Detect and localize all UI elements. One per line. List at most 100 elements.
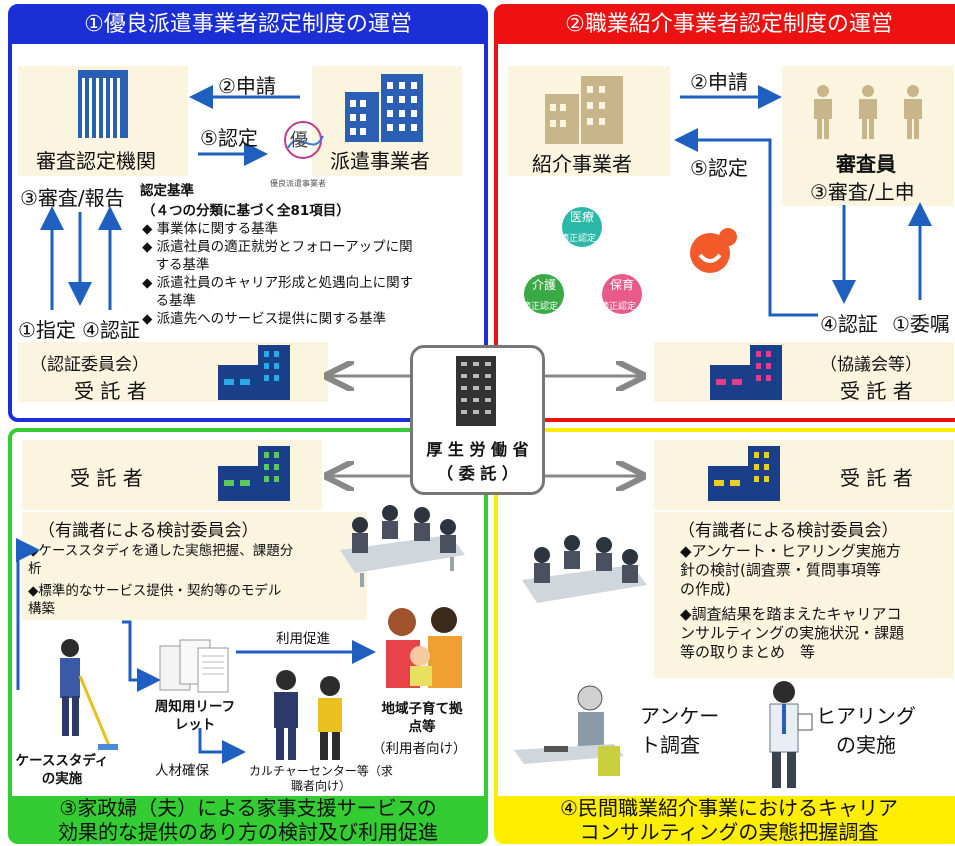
q1-certify-label: ⑤認定: [200, 126, 258, 150]
q3-hub: 地域子育て拠 点等: [366, 700, 478, 736]
q2-title: ②職業紹介事業者認定制度の運営: [496, 6, 955, 44]
q3-contractor-label: 受 託 者: [70, 466, 143, 490]
referrer-building-icon: [545, 76, 623, 144]
q1-designate-label: ①指定: [18, 318, 76, 342]
q1-apply-label: ②申請: [218, 74, 276, 98]
interview-line: ヒアリング: [816, 704, 916, 728]
q4-committee-box: [654, 512, 954, 678]
badge-childcare-caption: 適正認定: [600, 302, 637, 312]
q2-certify-label: ⑤認定: [690, 156, 748, 180]
contractor-building-icon: [710, 345, 782, 400]
q3-items: ◆ケーススタディを通した実態把握、課題分 析 ◆標準的なサービス提供・契約等のモ…: [28, 542, 368, 618]
q3-item: ◆ケーススタディを通した実態把握、課題分: [28, 543, 294, 559]
q1-committee-label: （認証委員会）: [30, 355, 149, 375]
q4-items: ◆アンケート・ヒアリング実施方 針の検討(調査票・質問事項等 の作成) ◆調査結…: [680, 542, 950, 662]
q1-title: ①優良派遣事業者認定制度の運営: [10, 6, 486, 44]
q1-criteria-list: ◆ 事業体に関する基準 ◆ 派遣社員の適正就労とフォローアップに関 する基準 ◆…: [142, 220, 482, 328]
q4-interview: ヒアリング の実施: [816, 700, 916, 758]
q1-logo-char: 優: [290, 130, 308, 151]
q3-committee-box: [22, 512, 367, 620]
q1-arrows: [40, 85, 300, 310]
interview-line: の実施: [836, 733, 896, 757]
smile-logo-icon: [690, 228, 737, 273]
criteria-item: る基準: [142, 293, 196, 309]
q3-culture: カルチャーセンター等（求 職者向け）: [236, 764, 406, 794]
survey-illustration-icon: [514, 685, 624, 776]
leaflet-line: 周知用リーフ: [154, 699, 236, 715]
q4-item: 等の取りまとめ 等: [680, 643, 816, 661]
q4-contractor-box: [654, 440, 954, 510]
ministry-building-icon: [456, 356, 496, 426]
q2-contractor-label: 受 託 者: [840, 379, 913, 403]
leaflet-icon: [159, 639, 229, 693]
q3-footer-line2: 効果的な提供のあり方の検討及び利用促進: [58, 820, 438, 844]
family-illustration-icon: [386, 607, 462, 688]
badge-care-label: 介護: [532, 278, 557, 292]
contractor-building-icon: [218, 345, 290, 400]
culture-line: 職者向け）: [290, 779, 351, 793]
q1-criteria-subtitle: （４つの分類に基づく全81項目）: [142, 203, 350, 219]
leaflet-line: レット: [174, 717, 216, 733]
criteria-item: ◆ 派遣先へのサービス提供に関する基準: [142, 311, 387, 327]
q4-item: 針の検討(調査票・質問事項等: [680, 561, 881, 579]
badge-medical-caption: 適正認定: [560, 234, 597, 244]
q4-footer: ④民間職業紹介事業におけるキャリア コンサルティングの実態把握調査: [496, 796, 955, 844]
q3-arrows: [16, 538, 376, 764]
q2-apply-label: ②申請: [690, 70, 748, 94]
q2-council-box: [654, 342, 954, 402]
q3-promote-label: 利用促進: [276, 631, 330, 647]
q1-authenticate-label: ④認証: [82, 318, 140, 342]
care-badge-icon: [524, 274, 564, 314]
q1-contractor-label: 受 託 者: [74, 379, 147, 403]
q2-commission-label: ①委嘱: [892, 312, 950, 336]
q1-dispatcher-label: 派遣事業者: [330, 149, 430, 173]
q4-footer-line2: コンサルティングの実態把握調査: [579, 820, 879, 844]
q4-item: ンサルティングの実施状況・課題: [680, 624, 905, 642]
q4-item: の作成): [680, 580, 731, 598]
contractor-building-icon: [708, 446, 780, 501]
q4-committee-label: （有識者による検討委員会）: [678, 521, 899, 541]
survey-line: アンケー: [640, 704, 720, 728]
q3-leaflet: 周知用リーフ レット: [140, 698, 250, 734]
hub-line: 地域子育て拠: [381, 701, 463, 717]
meeting-illustration-icon: [522, 535, 647, 603]
badge-care-caption: 適正認定: [522, 302, 559, 312]
case-study-line: ケーススタディ: [15, 753, 109, 769]
government-building-icon: [78, 70, 128, 138]
criteria-item: ◆ 派遣社員のキャリア形成と処遇向上に関す: [142, 275, 414, 291]
badge-medical-label: 医療: [570, 210, 595, 224]
q3-case-study: ケーススタディ の実施: [12, 752, 112, 788]
criteria-item: ◆ 派遣社員の適正就労とフォローアップに関: [142, 239, 413, 255]
job-seekers-illustration-icon: [274, 670, 342, 760]
q3-committee-label: （有識者による検討委員会）: [38, 521, 259, 541]
reviewers-people-icon: [814, 85, 922, 139]
q2-review-label: ③審査/上申: [810, 180, 915, 204]
q3-hub-sub: （利用者向け）: [372, 741, 467, 757]
childcare-badge-icon: [602, 274, 642, 314]
survey-line: ト調査: [640, 733, 700, 757]
badge-childcare-label: 保育: [610, 278, 635, 292]
q2-authenticate-label: ④認証: [820, 312, 878, 336]
contractor-building-icon: [218, 446, 290, 501]
meeting-illustration-icon: [340, 505, 465, 587]
housekeeper-illustration-icon: [60, 639, 118, 750]
ministry-entrust: （ 委 託 ）: [437, 464, 518, 483]
q4-survey: アンケー ト調査: [640, 700, 719, 758]
q3-item: 構築: [28, 601, 55, 617]
case-study-line: の実施: [41, 771, 83, 787]
excellent-dispatcher-logo-icon: [284, 121, 324, 159]
dispatcher-building-icon: [345, 74, 423, 142]
q1-review-label: ③審査/報告: [20, 186, 125, 210]
q1-logo-caption: 優良派遣事業者: [270, 179, 326, 188]
q2-referrer-label: 紹介事業者: [532, 152, 632, 176]
q3-item: 析: [28, 561, 42, 577]
q3-footer-line1: ③家政婦（夫）による家事支援サービスの: [59, 796, 437, 820]
q2-council-label: （協議会等）: [820, 355, 922, 375]
hub-line: 点等: [408, 719, 436, 735]
q3-item: ◆標準的なサービス提供・契約等のモデル: [28, 583, 282, 599]
q4-item: ◆調査結果を踏まえたキャリアコ: [680, 605, 902, 623]
ministry-name: 厚 生 労 働 省: [426, 440, 529, 459]
q4-footer-line1: ④民間職業紹介事業におけるキャリア: [560, 796, 898, 820]
q3-footer: ③家政婦（夫）による家事支援サービスの 効果的な提供のあり方の検討及び利用促進: [10, 796, 486, 844]
